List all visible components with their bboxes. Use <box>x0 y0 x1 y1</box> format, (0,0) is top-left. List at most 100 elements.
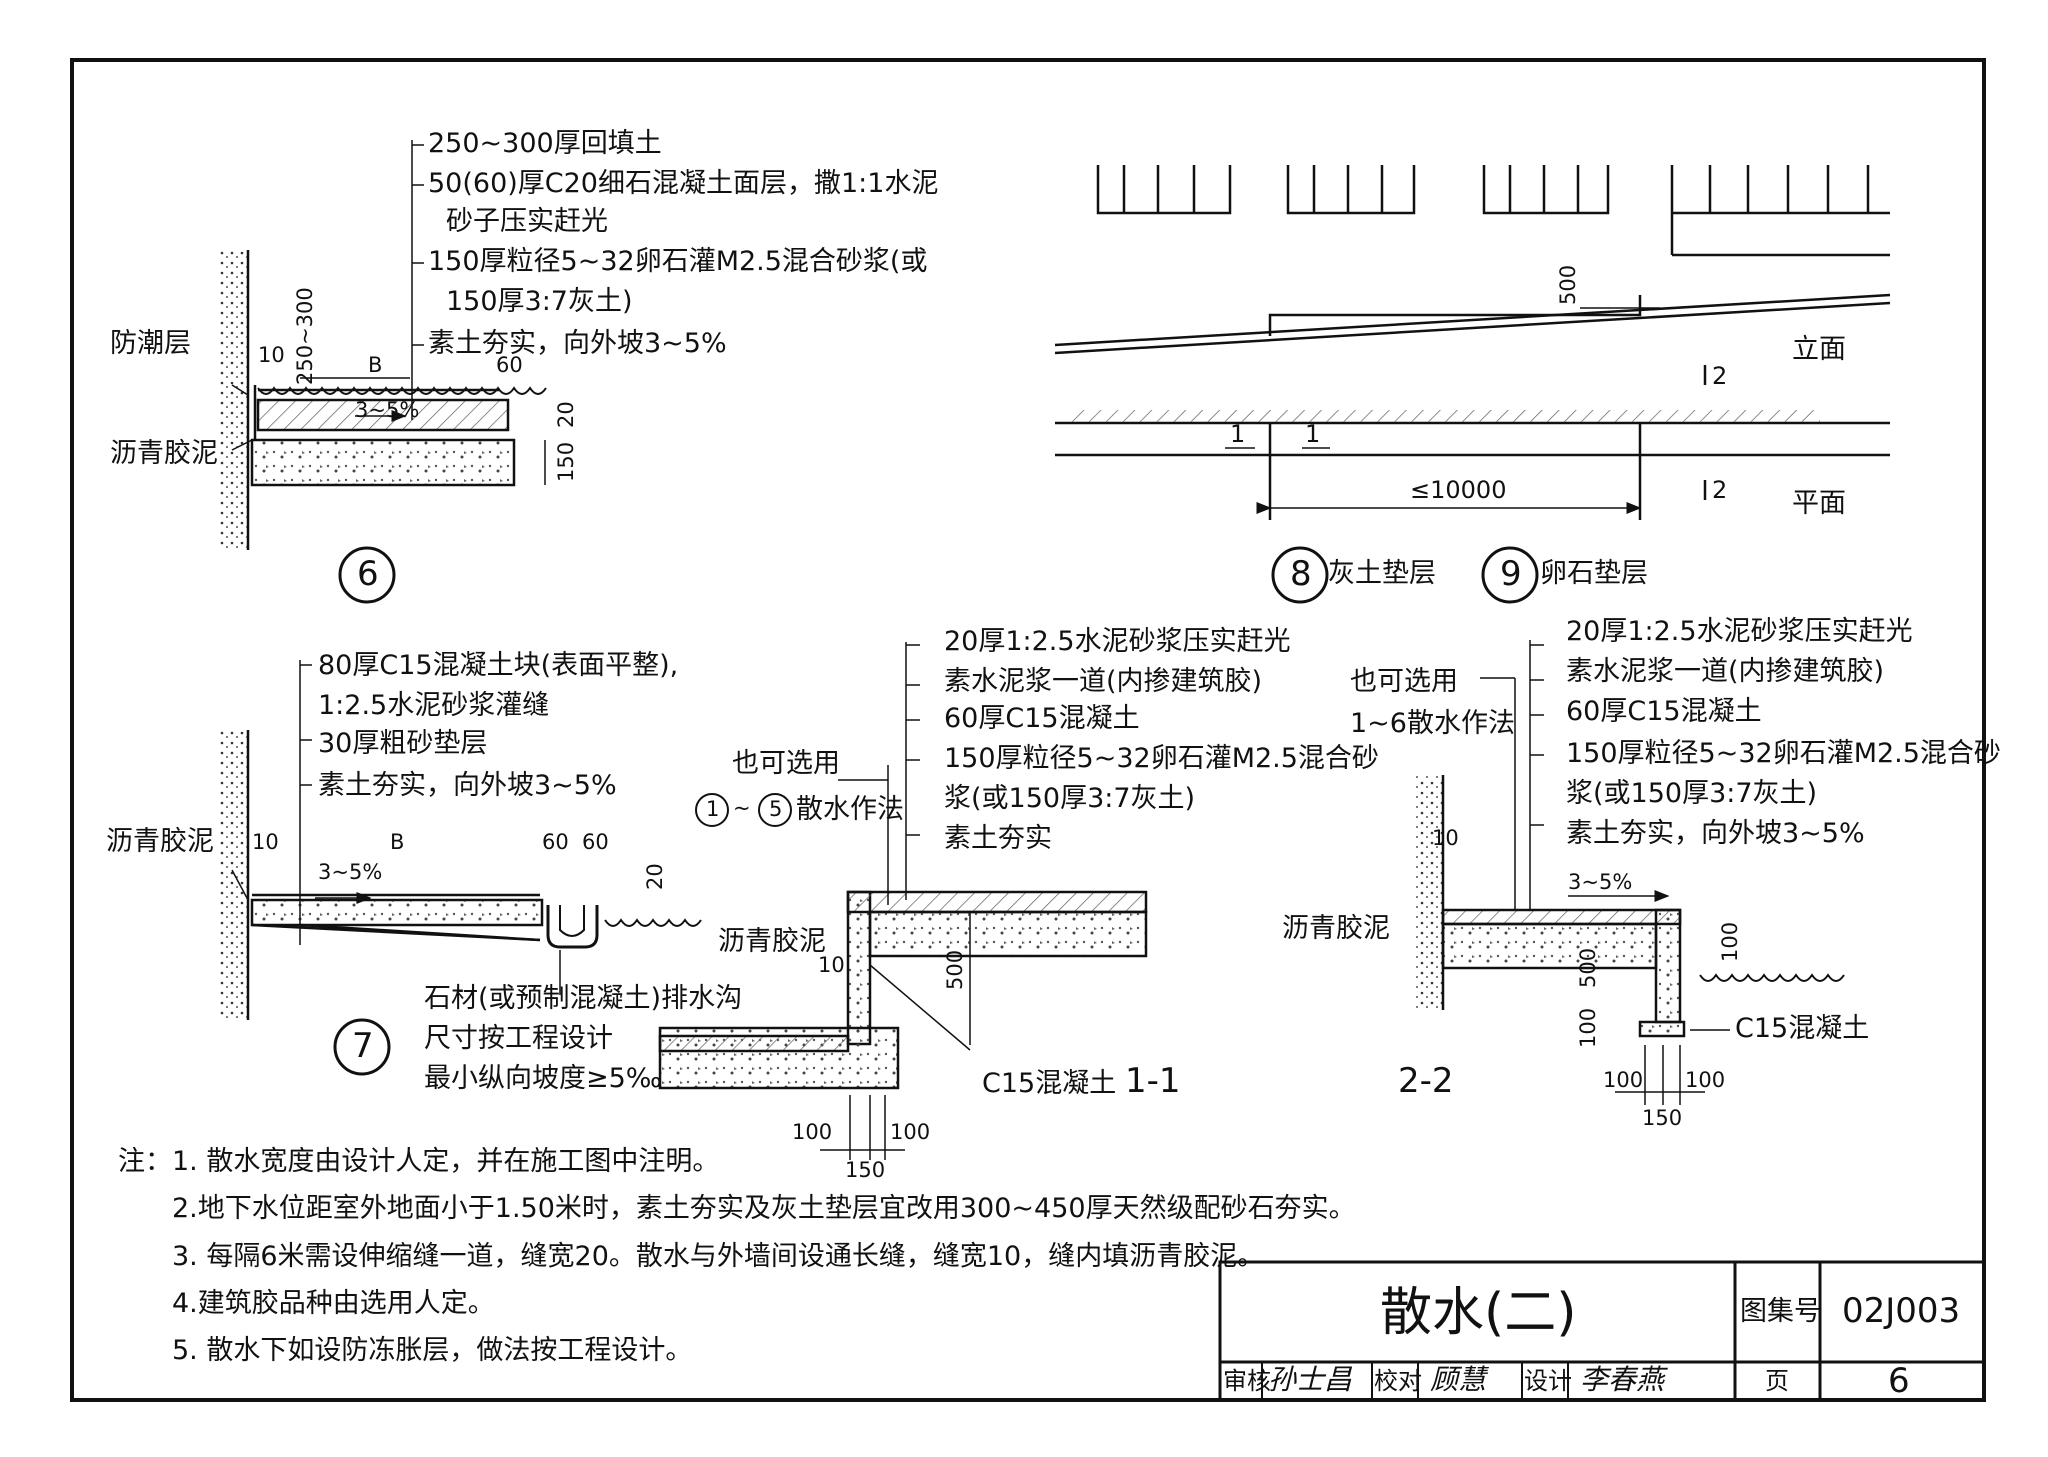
section-1-1-ref-tilde: ~ <box>733 796 751 820</box>
section-2-2-layer-6: 素土夯实，向外坡3~5% <box>1566 818 1865 849</box>
ref-1-circle <box>695 793 729 827</box>
note-5: 5. 散水下如设防冻胀层，做法按工程设计。 <box>172 1335 693 1366</box>
section-2-2-dim-100b: 100 <box>1685 1068 1726 1092</box>
detail-6-slope: 3~5% <box>355 398 420 422</box>
detail-89-cut-2-bottom: 2 <box>1712 476 1728 504</box>
detail-6-dim-250: 250~300 <box>293 287 317 385</box>
section-2-2-asphalt-label: 沥青胶泥 <box>1282 913 1390 944</box>
detail-6-number: 6 <box>357 554 379 594</box>
detail-6-dim-60: 60 <box>496 353 523 377</box>
section-1-1-layer-2: 素水泥浆一道(内掺建筑胶) <box>944 666 1263 697</box>
detail-7-slope: 3~5% <box>318 860 383 884</box>
section-1-1-layer-4: 150厚粒径5~32卵石灌M2.5混合砂 <box>944 743 1379 774</box>
sheet-border <box>70 58 1986 1402</box>
detail-7-dim-60b: 60 <box>582 830 609 854</box>
review-label: 审核 <box>1223 1367 1271 1395</box>
section-2-2-dim-100v: 100 <box>1576 1007 1600 1048</box>
section-2-2-layer-5: 浆(或150厚3:7灰土) <box>1566 778 1818 809</box>
detail-9-number: 9 <box>1500 554 1522 594</box>
detail-8-number: 8 <box>1290 554 1312 594</box>
detail-89-drawing <box>1054 165 1891 520</box>
detail-6-moisture-label: 防潮层 <box>110 328 191 359</box>
detail-6-layer-1: 250~300厚回填土 <box>428 128 662 159</box>
detail-7-layer-3: 30厚粗砂垫层 <box>318 728 488 759</box>
detail-9-circle <box>1481 546 1539 604</box>
design-signature: 李春燕 <box>1580 1363 1665 1396</box>
detail-6-circle <box>338 546 396 604</box>
section-1-1-dim-100a: 100 <box>792 1120 833 1144</box>
check-signature: 顾慧 <box>1430 1363 1487 1396</box>
detail-9-label: 卵石垫层 <box>1540 558 1648 589</box>
section-1-1-dim-150: 150 <box>845 1158 886 1182</box>
page-number: 6 <box>1888 1361 1910 1401</box>
detail-6-dim-20: 20 <box>554 401 578 428</box>
detail-7-dim-b: B <box>390 830 405 854</box>
section-1-1-title: 1-1 <box>1125 1061 1181 1101</box>
detail-6-layer-2: 50(60)厚C20细石混凝土面层，撒1:1水泥 <box>428 168 939 199</box>
title-block-frame <box>1218 1260 1986 1402</box>
section-1-1-ref-5: 5 <box>769 797 783 821</box>
detail-89-dim-500: 500 <box>1556 264 1580 305</box>
detail-6-dim-150: 150 <box>554 441 578 482</box>
section-2-2-slope: 3~5% <box>1568 870 1633 894</box>
section-2-2-layer-3: 60厚C15混凝土 <box>1566 696 1762 727</box>
section-2-2-dim-150: 150 <box>1642 1106 1683 1130</box>
detail-89-plan-label: 平面 <box>1792 488 1846 519</box>
review-signature: 孙士昌 <box>1268 1363 1353 1396</box>
notes-heading: 注： <box>118 1146 172 1177</box>
detail-7-dim-10: 10 <box>252 830 279 854</box>
detail-6-layer-3: 砂子压实赶光 <box>446 206 608 237</box>
note-1: 1. 散水宽度由设计人定，并在施工图中注明。 <box>172 1146 720 1177</box>
section-1-1-dim-100b: 100 <box>890 1120 931 1144</box>
section-1-1-drawing <box>658 642 1148 1160</box>
section-2-2-layer-1: 20厚1:2.5水泥砂浆压实赶光 <box>1566 616 1913 647</box>
detail-6-layer-6: 素土夯实，向外坡3~5% <box>428 328 727 359</box>
atlas-no-label: 图集号 <box>1740 1296 1821 1327</box>
section-1-1-layer-6: 素土夯实 <box>944 823 1052 854</box>
section-2-2-alt-note-1: 也可选用 <box>1350 666 1458 697</box>
detail-6-asphalt-label: 沥青胶泥 <box>110 438 218 469</box>
detail-6-layer-4: 150厚粒径5~32卵石灌M2.5混合砂浆(或 <box>428 246 928 277</box>
detail-89-elevation-label: 立面 <box>1792 334 1846 365</box>
section-2-2-title: 2-2 <box>1398 1061 1454 1101</box>
section-1-1-asphalt-label: 沥青胶泥 <box>718 926 826 957</box>
note-2: 2.地下水位距室外地面小于1.50米时，素土夯实及灰土垫层宜改用300~450厚… <box>172 1193 1356 1224</box>
section-1-1-alt-note-1: 也可选用 <box>732 748 840 779</box>
detail-89-cut-1b: 1 <box>1305 420 1321 448</box>
section-2-2-concrete-label: C15混凝土 <box>1735 1013 1870 1044</box>
ref-5-circle <box>758 793 792 827</box>
detail-8-label: 灰土垫层 <box>1328 558 1436 589</box>
section-1-1-concrete-label: C15混凝土 <box>982 1068 1117 1099</box>
section-1-1-alt-note-2: 散水作法 <box>796 794 904 825</box>
detail-7-dim-60a: 60 <box>542 830 569 854</box>
detail-6-dim-10: 10 <box>258 343 285 367</box>
section-2-2-alt-note-2: 1~6散水作法 <box>1350 708 1515 739</box>
section-1-1-layer-3: 60厚C15混凝土 <box>944 703 1140 734</box>
check-label: 校对 <box>1374 1367 1422 1395</box>
section-1-1-dim-10: 10 <box>818 953 845 977</box>
detail-7-drawing <box>218 660 702 1020</box>
detail-6-dim-b: B <box>368 353 383 377</box>
section-2-2-dim-100: 100 <box>1718 921 1742 962</box>
detail-7-dim-20: 20 <box>643 863 667 890</box>
section-1-1-layer-5: 浆(或150厚3:7灰土) <box>944 783 1196 814</box>
detail-7-number: 7 <box>352 1026 374 1066</box>
section-2-2-dim-500: 500 <box>1576 947 1600 988</box>
detail-7-drain-note-3: 最小纵向坡度≥5‰ <box>424 1063 663 1094</box>
detail-6-layer-5: 150厚3:7灰土) <box>446 286 633 317</box>
detail-7-drain-note-1: 石材(或预制混凝土)排水沟 <box>424 983 743 1014</box>
detail-8-circle <box>1271 546 1329 604</box>
section-2-2-dim-100a: 100 <box>1603 1068 1644 1092</box>
detail-89-span: ≤10000 <box>1410 476 1507 504</box>
detail-7-drain-note-2: 尺寸按工程设计 <box>424 1023 613 1054</box>
note-4: 4.建筑胶品种由选用人定。 <box>172 1288 495 1319</box>
page-label: 页 <box>1765 1367 1789 1395</box>
atlas-no-value: 02J003 <box>1842 1291 1961 1331</box>
section-1-1-layer-1: 20厚1:2.5水泥砂浆压实赶光 <box>944 626 1291 657</box>
note-3: 3. 每隔6米需设伸缩缝一道，缝宽20。散水与外墙间设通长缝，缝宽10，缝内填沥… <box>172 1241 1265 1272</box>
detail-7-layer-2: 1:2.5水泥砂浆灌缝 <box>318 690 550 721</box>
section-1-1-dim-500: 500 <box>943 949 967 990</box>
design-label: 设计 <box>1524 1367 1572 1395</box>
detail-7-layer-1: 80厚C15混凝土块(表面平整), <box>318 650 679 681</box>
